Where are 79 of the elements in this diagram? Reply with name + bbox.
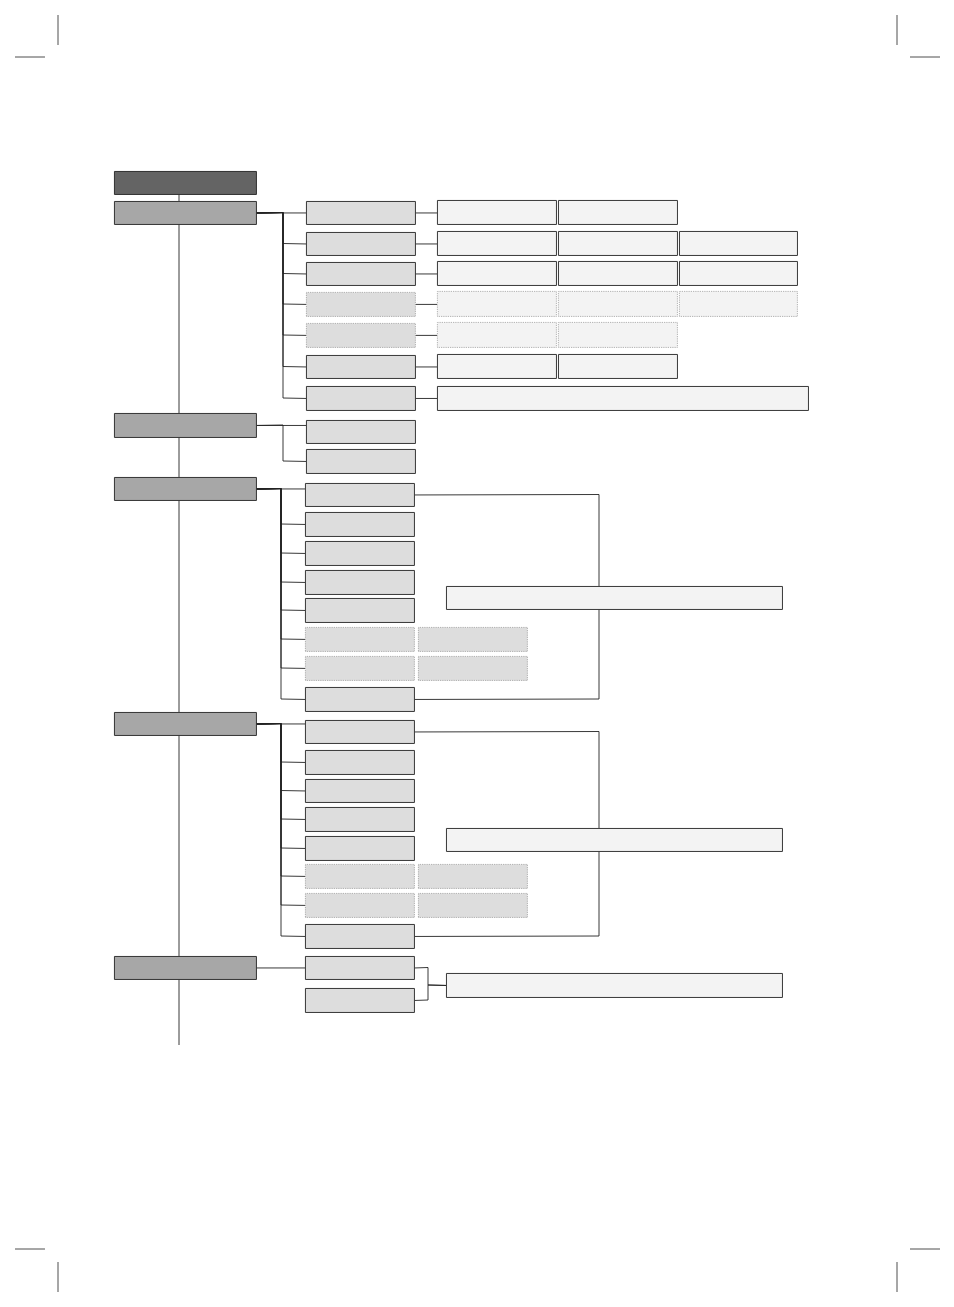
- option-box: [679, 231, 798, 256]
- category-box: [114, 477, 257, 501]
- option-box: [437, 200, 557, 225]
- option-box: [418, 893, 528, 918]
- option-box: [558, 291, 678, 317]
- submenu-box: [305, 570, 415, 595]
- connector-line: [414, 967, 447, 1001]
- option-box: [437, 261, 557, 286]
- submenu-box: [305, 836, 415, 861]
- connector-line: [178, 735, 180, 957]
- option-box: [679, 261, 798, 286]
- option-box: [437, 231, 557, 256]
- submenu-box: [306, 386, 416, 411]
- option-box: [437, 354, 557, 379]
- connector-line: [414, 731, 600, 829]
- submenu-box: [306, 262, 416, 286]
- connector-line: [178, 194, 180, 202]
- submenu-box: [305, 956, 415, 980]
- submenu-box: [306, 232, 416, 256]
- submenu-box: [306, 323, 416, 348]
- option-box: [558, 261, 678, 286]
- option-box: [437, 322, 557, 348]
- submenu-box: [305, 864, 415, 889]
- connector-line: [415, 366, 438, 368]
- submenu-box: [305, 779, 415, 803]
- option-box: [418, 627, 528, 652]
- option-box: [558, 354, 678, 379]
- category-box: [114, 712, 257, 736]
- connector-line: [256, 967, 306, 969]
- submenu-box: [305, 541, 415, 566]
- option-box: [558, 200, 678, 225]
- submenu-box: [306, 420, 416, 444]
- submenu-box: [306, 449, 416, 474]
- option-box: [437, 291, 557, 317]
- submenu-box: [305, 807, 415, 832]
- submenu-box: [305, 924, 415, 949]
- submenu-box: [305, 988, 415, 1013]
- connector-line: [256, 723, 306, 937]
- submenu-box: [305, 483, 415, 507]
- connector-line: [178, 437, 180, 478]
- submenu-box: [305, 598, 415, 623]
- category-box: [114, 413, 257, 438]
- category-box: [114, 956, 257, 980]
- connector-line: [256, 212, 307, 399]
- note-box: [446, 586, 783, 610]
- submenu-box: [305, 750, 415, 775]
- submenu-box: [305, 627, 415, 652]
- connector-line: [256, 424, 307, 462]
- connector-line: [415, 273, 438, 275]
- connector-line: [256, 488, 306, 700]
- submenu-box: [306, 355, 416, 379]
- connector-line: [415, 243, 438, 245]
- option-box: [679, 291, 798, 317]
- note-box: [446, 828, 783, 852]
- connector-line: [415, 398, 438, 399]
- connector-line: [178, 500, 180, 713]
- submenu-box: [305, 687, 415, 712]
- connector-line: [414, 609, 600, 700]
- connector-line: [415, 334, 438, 336]
- option-box: [418, 864, 528, 889]
- submenu-box: [305, 656, 415, 681]
- connector-line: [415, 303, 438, 305]
- submenu-box: [305, 893, 415, 918]
- header-box: [114, 171, 257, 195]
- connector-line: [178, 979, 180, 1046]
- connector-line: [415, 212, 438, 214]
- option-box: [418, 656, 528, 681]
- connector-line: [414, 494, 600, 587]
- option-box: [558, 231, 678, 256]
- submenu-box: [306, 292, 416, 317]
- option-box: [558, 322, 678, 348]
- note-box: [446, 973, 783, 998]
- connector-line: [178, 224, 180, 414]
- category-box: [114, 201, 257, 225]
- option-box: [437, 386, 809, 411]
- connector-line: [414, 851, 600, 937]
- submenu-box: [306, 201, 416, 225]
- submenu-box: [305, 720, 415, 744]
- submenu-box: [305, 512, 415, 537]
